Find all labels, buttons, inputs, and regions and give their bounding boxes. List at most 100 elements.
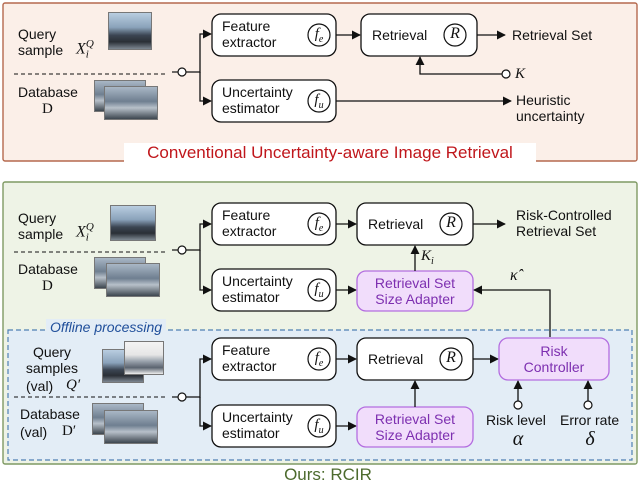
top-caption: Conventional Uncertainty-aware Image Ret…: [124, 143, 536, 163]
offline-fork-arrow-feature: [186, 354, 212, 398]
val-query-line1: Query: [32, 344, 72, 360]
offline-feature-line1: Feature: [222, 342, 271, 358]
offline-uncertainty-line2: estimator: [222, 425, 280, 441]
val-database-qualifier: (val): [20, 424, 48, 440]
top-fork-arrow-uncertainty: [199, 72, 212, 106]
top-fork-arrow-feature: [186, 29, 212, 73]
offline-uncertainty-line1: Uncertainty: [222, 409, 293, 425]
offline-adapter-label: Retrieval Set Size Adapter: [357, 411, 473, 443]
risk-controller-label: Risk Controller: [499, 343, 609, 375]
val-database-photo-front: [104, 410, 158, 444]
bottom-database-label: Database: [18, 261, 78, 277]
offline-fu-base: f: [314, 417, 319, 433]
offline-adapter-line1: Retrieval Set: [374, 411, 456, 427]
bottom-query-symbol-base: X: [76, 223, 86, 241]
risk-level-node: [513, 400, 523, 410]
top-database-symbol: D: [42, 101, 53, 117]
top-database-label: Database: [18, 84, 78, 100]
offline-processing-label: Offline processing: [46, 319, 167, 335]
val-query-line2: samples: [25, 360, 79, 376]
bottom-query-label: Query sample: [18, 210, 63, 242]
bottom-adapter-line2: Size Adapter: [375, 291, 455, 307]
alpha-symbol: α: [512, 428, 524, 450]
top-query-photo: [108, 12, 152, 50]
bottom-query-symbol-sup: Q: [85, 221, 94, 233]
top-database-photo-front: [104, 86, 158, 120]
bottom-caption: Ours: RCIR: [262, 465, 394, 485]
offline-junction-node: [177, 392, 187, 402]
offline-fe-circle: [307, 347, 331, 371]
bottom-database-symbol: D: [42, 278, 53, 294]
bottom-query-line1: Query: [18, 210, 57, 226]
top-fu-sub: u: [318, 100, 324, 111]
top-query-symbol: XiQ: [76, 36, 94, 63]
offline-feature-extractor-label: Feature extractor: [222, 342, 276, 374]
offline-retrieval-circle: [439, 347, 463, 371]
bottom-feature-line2: extractor: [222, 223, 277, 239]
top-k-node: [501, 69, 511, 79]
bottom-query-line2: sample: [18, 226, 64, 242]
top-fu-base: f: [314, 92, 319, 108]
val-query-qualifier: (val): [26, 378, 54, 394]
offline-fu-circle: [307, 414, 331, 438]
bottom-uncertainty-line1: Uncertainty: [222, 273, 293, 289]
bottom-fu-base: f: [314, 281, 319, 297]
risk-controlled-line2: Retrieval Set: [516, 223, 597, 239]
bottom-fe-sub: e: [318, 223, 324, 234]
top-k-symbol: K: [515, 66, 526, 82]
top-query-label: Query sample: [18, 26, 88, 58]
ki-base: K: [421, 248, 432, 264]
top-retrieval-symbol: R: [450, 25, 460, 42]
val-query-label: Query samples: [18, 344, 86, 376]
bottom-retrieval-label: Retrieval: [368, 216, 424, 232]
bottom-fe-circle: [307, 212, 331, 236]
offline-retrieval-symbol: R: [446, 349, 456, 366]
top-retrieval-label: Retrieval: [372, 27, 428, 43]
offline-adapter-line2: Size Adapter: [375, 427, 455, 443]
top-heuristic-label: Heuristic uncertainty: [516, 92, 584, 124]
bottom-adapter-line1: Retrieval Set: [374, 275, 456, 291]
offline-fe-sub: e: [318, 358, 324, 369]
bottom-feature-extractor-label: Feature extractor: [222, 207, 276, 239]
bottom-query-photo: [110, 205, 156, 241]
top-query-symbol-sub: i: [85, 48, 89, 61]
bottom-retrieval-symbol: R: [446, 214, 456, 231]
bottom-fu-sub: u: [318, 289, 324, 300]
bottom-database-photo-front: [106, 263, 160, 297]
bottom-retrieval-circle: [439, 212, 463, 236]
offline-uncertainty-estimator-label: Uncertainty estimator: [222, 409, 293, 441]
offline-retrieval-label: Retrieval: [368, 351, 424, 367]
top-feature-extractor-label: Feature extractor: [222, 18, 276, 50]
bottom-fe-symbol: fe: [308, 215, 330, 237]
top-uncertainty-estimator-label: Uncertainty estimator: [222, 84, 293, 116]
top-fe-base: f: [314, 26, 319, 42]
top-retrieval-set-label: Retrieval Set: [512, 27, 593, 43]
offline-fe-base: f: [314, 350, 319, 366]
top-uncertainty-line2: estimator: [222, 100, 280, 116]
ki-sub: i: [431, 256, 434, 267]
bottom-uncertainty-line2: estimator: [222, 289, 280, 305]
offline-fu-sub: u: [318, 425, 324, 436]
error-rate-label: Error rate: [560, 412, 620, 428]
bottom-query-symbol-sub: i: [85, 231, 89, 244]
ki-symbol: Ki: [421, 248, 434, 270]
bottom-fork-arrow-uncertainty: [199, 250, 212, 295]
risk-controller-box: [498, 337, 610, 381]
val-database-label: Database: [20, 406, 80, 422]
top-fu-circle: [307, 89, 331, 113]
top-query-label-line1: Query: [18, 26, 57, 42]
top-query-symbol-base: X: [76, 40, 86, 58]
top-fe-sub: e: [318, 34, 324, 45]
val-query-photo-front: [124, 341, 164, 375]
bottom-fu-symbol: fu: [308, 281, 330, 303]
offline-feature-line2: extractor: [222, 358, 277, 374]
bottom-fe-base: f: [314, 215, 319, 231]
top-query-label-line2: sample: [18, 42, 64, 58]
risk-controller-line2: Controller: [523, 359, 585, 375]
bottom-query-symbol: XiQ: [76, 219, 94, 246]
top-heuristic-line2: uncertainty: [516, 108, 585, 124]
kappa-symbol: κ̂: [510, 267, 518, 284]
bottom-fu-circle: [307, 278, 331, 302]
